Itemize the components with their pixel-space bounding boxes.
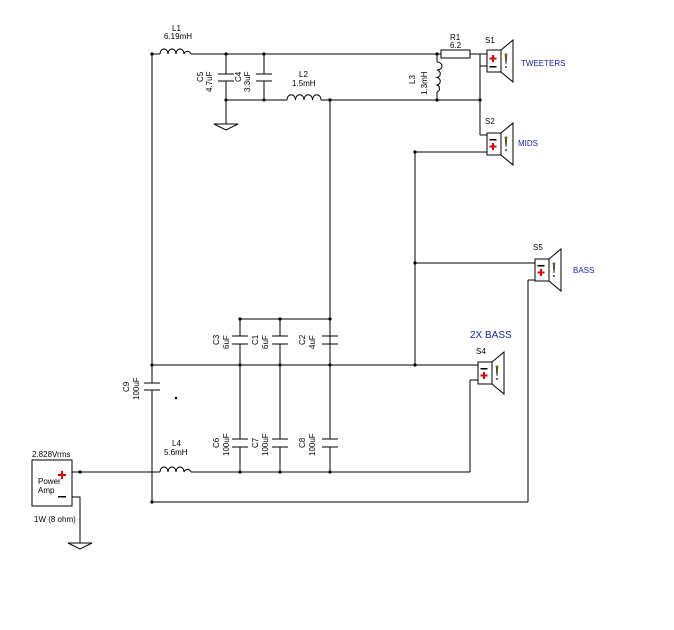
l4-value: 5.6mH <box>164 448 188 457</box>
inductor-l4: L4 5.6mH <box>159 439 192 473</box>
c1-ref: C1 <box>251 334 260 345</box>
capacitor-c1: C1 6uF <box>251 334 288 349</box>
speaker-s5: S5 BASS <box>528 243 594 293</box>
l2-ref: L2 <box>299 70 308 79</box>
c5-ref: C5 <box>196 71 205 82</box>
l3-value: 1.3mH <box>420 71 429 95</box>
inductor-l1: L1 6.19mH <box>159 24 192 55</box>
c8-value: 100uF <box>308 433 317 456</box>
capacitor-c2: C2 4uF <box>298 334 338 349</box>
s2-ref: S2 <box>485 117 495 126</box>
c8-ref: C8 <box>298 437 307 448</box>
amp-voltage: 2.828Vrms <box>32 450 70 459</box>
amp-line1: Power <box>38 477 61 486</box>
r1-value: 6.2 <box>450 41 462 50</box>
speaker-s1: S1 TWEETERS <box>480 36 565 84</box>
capacitor-c6: C6 100uF <box>212 433 248 456</box>
c2-ref: C2 <box>298 334 307 345</box>
r1-ref: R1 <box>450 33 461 42</box>
c4-value: 3.3uF <box>243 71 252 92</box>
c6-value: 100uF <box>222 433 231 456</box>
power-amp-source: 2.828Vrms Power Amp 1W (8 ohm) <box>31 450 80 524</box>
amp-rating: 1W (8 ohm) <box>34 515 76 524</box>
capacitor-c3: C3 6uF <box>212 334 248 349</box>
c9-ref: C9 <box>122 381 131 392</box>
s1-ref: S1 <box>485 36 495 45</box>
c4-ref: C4 <box>234 71 243 82</box>
c2-value: 4uF <box>308 335 317 349</box>
c6-ref: C6 <box>212 437 221 448</box>
c9-value: 100uF <box>132 377 141 400</box>
capacitor-c8: C8 100uF <box>298 433 338 456</box>
l2-value: 1.5mH <box>292 79 316 88</box>
speaker-s4: S4 2X BASS <box>466 330 512 396</box>
inductor-l3: L3 1.3mH <box>408 61 443 95</box>
l4-ref: L4 <box>172 439 181 448</box>
speaker-s2: S2 MIDS <box>480 117 538 167</box>
inductor-l2: L2 1.5mH <box>286 70 322 101</box>
s4-label: 2X BASS <box>470 330 512 341</box>
wires <box>72 53 529 537</box>
l1-ref: L1 <box>172 24 181 33</box>
capacitor-c4: C4 3.3uF <box>234 71 272 92</box>
ground-symbol-top <box>213 123 239 131</box>
l1-value: 6.19mH <box>164 32 192 41</box>
c7-value: 100uF <box>261 433 270 456</box>
s5-ref: S5 <box>533 243 543 252</box>
c7-ref: C7 <box>251 437 260 448</box>
c3-value: 6uF <box>222 335 231 349</box>
capacitor-c7: C7 100uF <box>251 433 288 456</box>
capacitor-c5: C5 4.7uF <box>196 71 234 92</box>
c1-value: 6uF <box>261 335 270 349</box>
s1-label: TWEETERS <box>521 59 565 68</box>
c3-ref: C3 <box>212 334 221 345</box>
l3-ref: L3 <box>408 75 417 84</box>
s5-label: BASS <box>573 266 594 275</box>
capacitor-c9: C9 100uF <box>122 377 160 400</box>
ground-symbol-amp <box>67 537 93 550</box>
amp-line2: Amp <box>38 486 55 495</box>
s4-ref: S4 <box>476 347 486 356</box>
c5-value: 4.7uF <box>205 71 214 92</box>
resistor-r1: R1 6.2 <box>430 33 471 59</box>
s2-label: MIDS <box>518 139 538 148</box>
